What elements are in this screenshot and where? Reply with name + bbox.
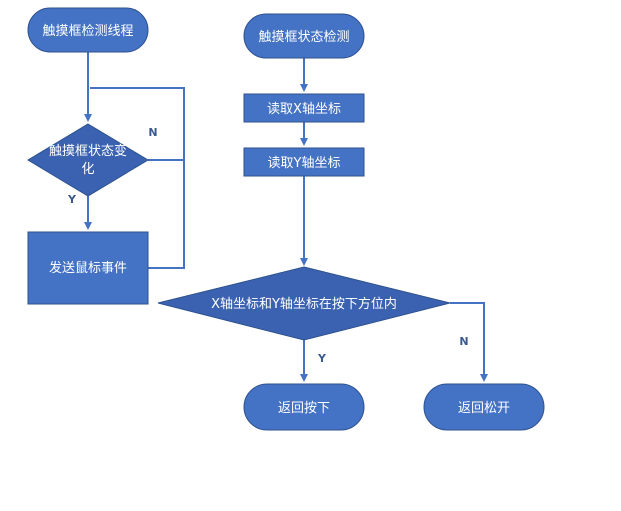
node-detect-state: 触摸框状态检测 <box>243 13 365 59</box>
node-read-y-label: 读取Y轴坐标 <box>268 156 341 171</box>
node-state-changed: 触摸框状态变 化 <box>27 123 149 197</box>
node-detect-state-label: 触摸框状态检测 <box>258 30 349 45</box>
edge-label-left-yes: Y <box>67 193 77 206</box>
right-flow-edges <box>300 58 488 382</box>
node-state-changed-label-line2: 化 <box>81 162 94 177</box>
node-in-press-region: X轴坐标和Y轴坐标在按下方位内 <box>157 266 451 341</box>
node-state-changed-label-line1: 触摸框状态变 <box>49 143 127 159</box>
edge-label-left-no: N <box>148 126 157 139</box>
node-in-press-region-label: X轴坐标和Y轴坐标在按下方位内 <box>211 296 397 312</box>
node-return-release-label: 返回松开 <box>458 401 510 416</box>
node-thread-start-label: 触摸框检测线程 <box>42 24 133 39</box>
left-flow-edges <box>84 52 185 269</box>
node-read-x-label: 读取X轴坐标 <box>267 102 341 117</box>
node-return-release: 返回松开 <box>423 383 545 431</box>
node-read-x: 读取X轴坐标 <box>243 93 365 123</box>
edge-send-event-loop-back <box>148 160 185 269</box>
node-thread-start: 触摸框检测线程 <box>27 7 149 53</box>
node-read-y: 读取Y轴坐标 <box>243 147 365 177</box>
edge-state-changed-no-loop <box>90 87 185 161</box>
edge-decision-no <box>450 302 488 382</box>
node-send-mouse-event: 发送鼠标事件 <box>27 231 149 305</box>
node-send-mouse-event-label: 发送鼠标事件 <box>49 260 127 276</box>
node-return-press-label: 返回按下 <box>278 401 330 416</box>
edge-label-right-yes: Y <box>317 352 327 365</box>
edge-label-right-no: N <box>459 335 468 348</box>
node-return-press: 返回按下 <box>243 383 365 431</box>
